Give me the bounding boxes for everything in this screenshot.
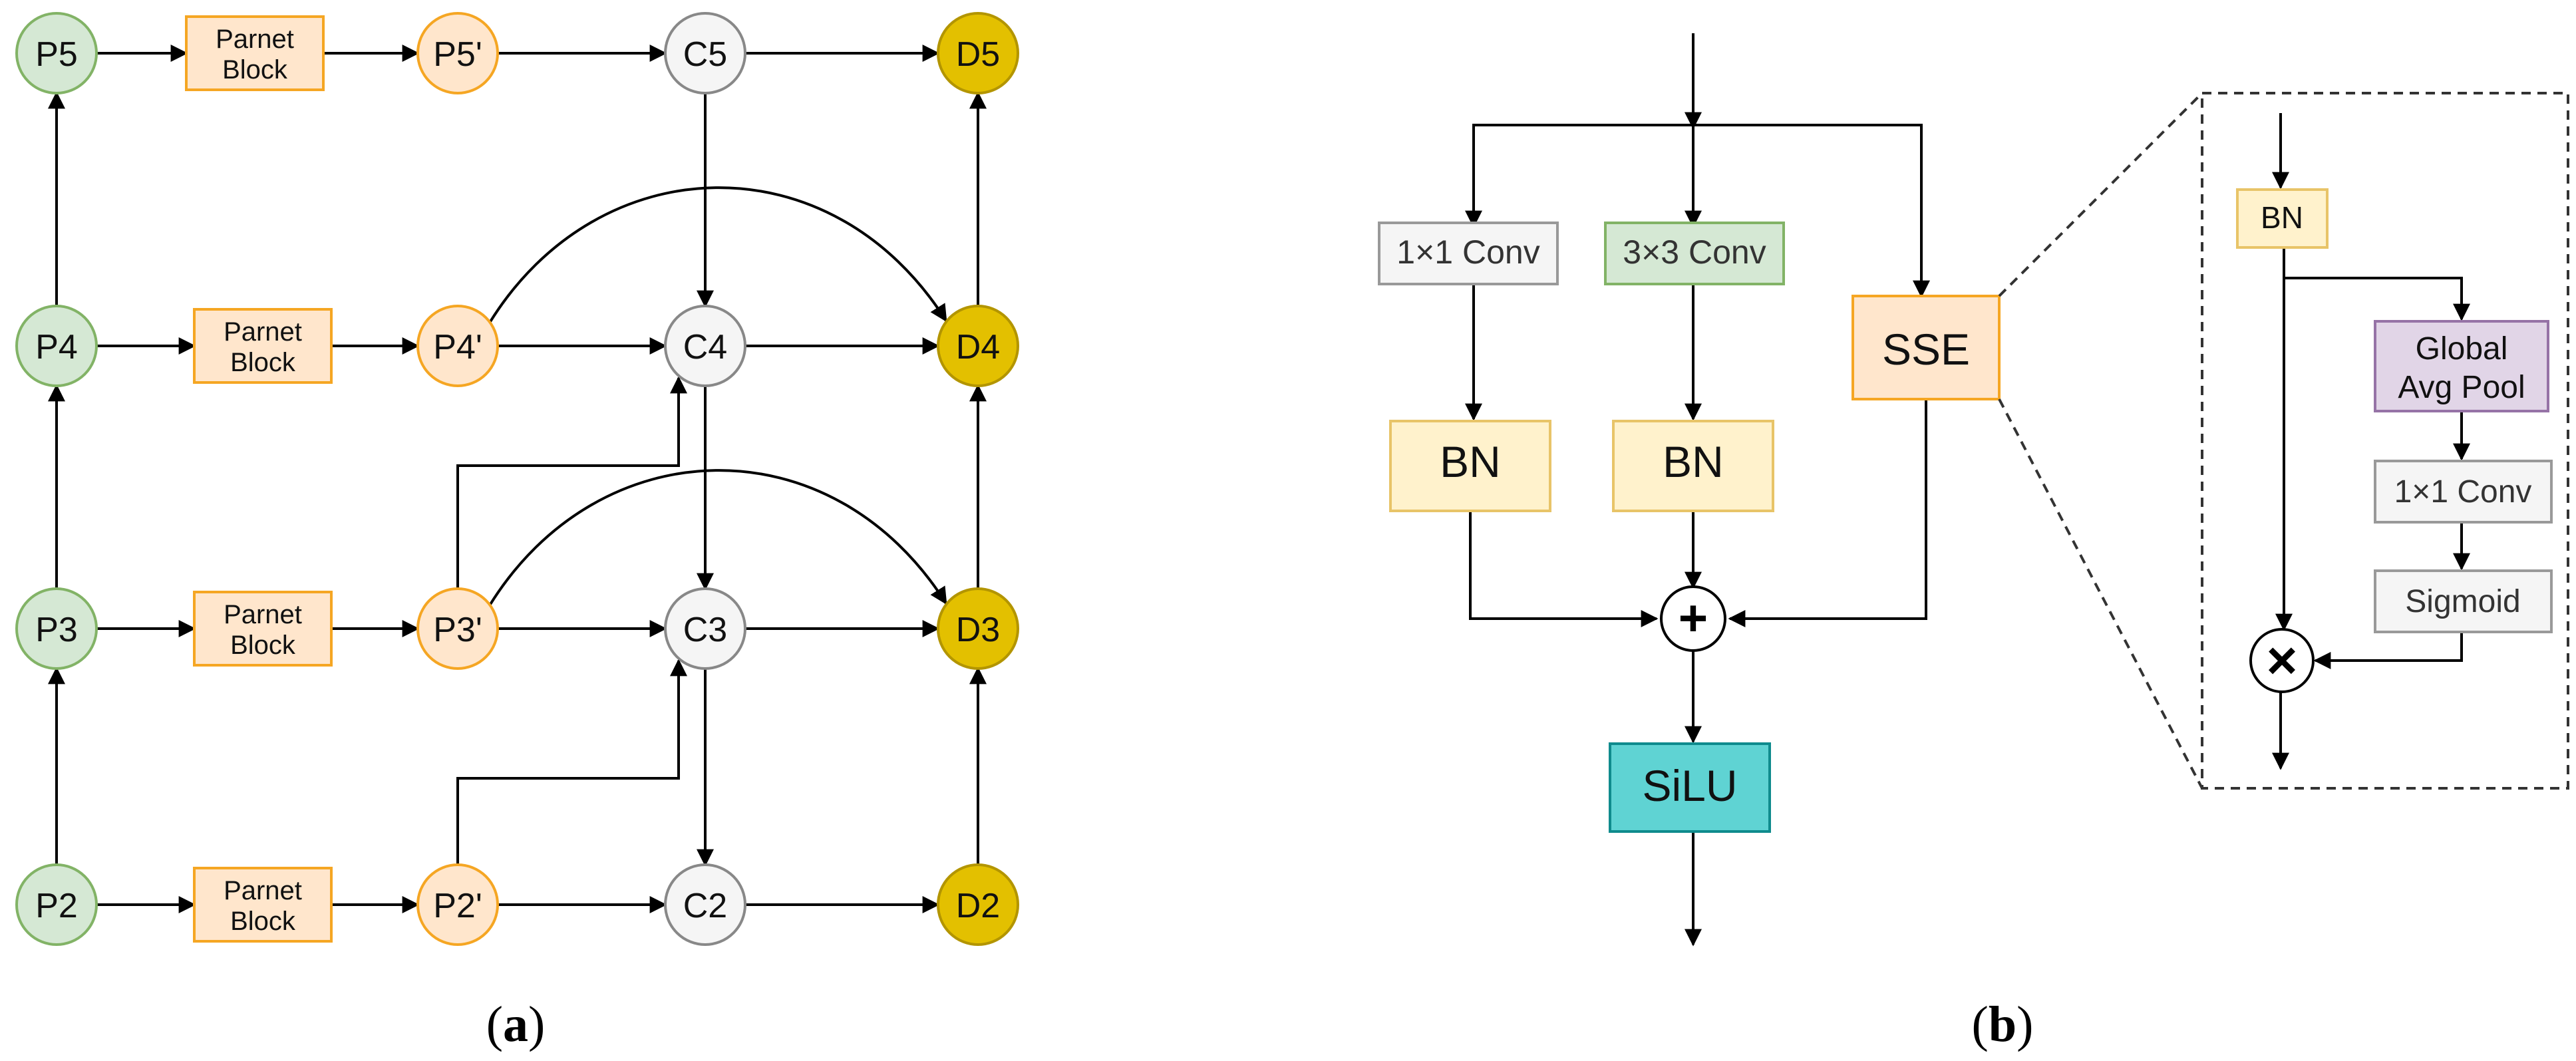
parnet-block-label-1-1: Parnet <box>224 317 302 347</box>
parnet-block-label-1-2: Parnet <box>224 600 302 629</box>
node-c-2-label: C3 <box>683 611 727 649</box>
sse-conv-label: 1×1 Conv <box>2394 474 2532 510</box>
parnet-block-label-2-3: Block <box>230 907 296 936</box>
conv-1x1-box <box>1378 222 1559 285</box>
node-d-0 <box>937 12 1019 94</box>
edge-p4p-curve-d4 <box>488 186 947 324</box>
global-avg-pool-label-2: Avg Pool <box>2398 370 2525 405</box>
panel-b-block-diagram: 1×1 Conv 3×3 Conv SSE BN BN + SiLU <box>1378 33 2203 947</box>
global-avg-pool-box <box>2374 320 2549 412</box>
add-node <box>1660 585 1726 652</box>
node-pp-3-label: P2' <box>433 887 482 925</box>
edge-p2p-to-c3 <box>456 659 687 865</box>
parnet-block-3 <box>193 867 333 943</box>
sigmoid-box <box>2374 569 2553 633</box>
add-symbol: + <box>1679 590 1708 647</box>
conv-3x3-label: 3×3 Conv <box>1623 233 1766 271</box>
conv-1x1-label: 1×1 Conv <box>1396 233 1539 271</box>
sse-box <box>1852 295 2001 400</box>
svg-text:(a): (a) <box>486 996 546 1052</box>
zoom-connector <box>1998 92 2203 789</box>
bn-box-right <box>1612 420 1774 512</box>
node-c-0 <box>664 12 746 94</box>
parnet-block-0 <box>185 15 325 91</box>
node-c-3 <box>664 863 746 946</box>
node-p-0-label: P5 <box>35 35 78 74</box>
sse-detail-border <box>2201 92 2569 790</box>
multiply-symbol: × <box>2267 631 2298 690</box>
parnet-block-1 <box>193 308 333 384</box>
node-c-1 <box>664 305 746 387</box>
node-c-3-label: C2 <box>683 887 727 925</box>
node-d-2 <box>937 587 1019 670</box>
sigmoid-label: Sigmoid <box>2405 584 2520 619</box>
node-p-2-label: P3 <box>35 611 78 649</box>
multiply-node <box>2249 628 2315 693</box>
caption-a: (a) <box>486 996 546 1052</box>
parnet-block-label-2-1: Block <box>230 348 296 377</box>
node-p-1 <box>15 305 98 387</box>
node-d-3 <box>937 863 1019 946</box>
node-d-0-label: D5 <box>956 35 1000 74</box>
bn-label-left: BN <box>1440 437 1501 486</box>
parnet-block-label-2-2: Block <box>230 631 296 660</box>
edge-p3p-curve-d3 <box>488 469 947 607</box>
node-pp-1-label: P4' <box>433 328 482 367</box>
node-pp-1 <box>416 305 499 387</box>
sse-bn-label: BN <box>2261 200 2303 235</box>
parnet-block-label-2-0: Block <box>222 55 288 84</box>
caption-a-letter: a <box>503 996 528 1052</box>
node-d-2-label: D3 <box>956 611 1000 649</box>
node-d-1-label: D4 <box>956 328 1000 367</box>
node-c-1-label: C4 <box>683 328 727 367</box>
panel-b-edges <box>1465 33 1930 947</box>
caption-b-letter: b <box>1989 996 2016 1052</box>
bn-label-right: BN <box>1663 437 1724 486</box>
panel-a-edges <box>48 45 987 913</box>
node-pp-2 <box>416 587 499 670</box>
node-pp-0-label: P5' <box>433 35 482 74</box>
silu-box <box>1609 742 1771 833</box>
svg-text:(b): (b) <box>1972 996 2034 1052</box>
node-p-3-label: P2 <box>35 887 78 925</box>
node-p-3 <box>15 863 98 946</box>
sse-bn-box <box>2236 188 2329 249</box>
node-p-0 <box>15 12 98 94</box>
sse-label: SSE <box>1882 325 1970 374</box>
bn-box-left <box>1389 420 1551 512</box>
silu-label: SiLU <box>1642 761 1737 810</box>
node-c-2 <box>664 587 746 670</box>
node-d-1 <box>937 305 1019 387</box>
parnet-block-2 <box>193 591 333 667</box>
parnet-block-label-1-3: Parnet <box>224 876 302 905</box>
global-avg-pool-label-1: Global <box>2416 331 2508 367</box>
caption-b: (b) <box>1972 996 2034 1052</box>
sse-detail-panel: BN Global Avg Pool 1×1 Conv Sigmoid × <box>2201 92 2569 790</box>
node-pp-2-label: P3' <box>433 611 482 649</box>
parnet-block-label-1-0: Parnet <box>216 25 294 54</box>
node-pp-3 <box>416 863 499 946</box>
node-p-1-label: P4 <box>35 328 78 367</box>
node-pp-0 <box>416 12 499 94</box>
node-p-2 <box>15 587 98 670</box>
node-d-3-label: D2 <box>956 887 1000 925</box>
node-c-0-label: C5 <box>683 35 727 74</box>
sse-detail-edges <box>2272 113 2470 770</box>
conv-3x3-box <box>1604 222 1785 285</box>
sse-conv-box <box>2374 460 2553 524</box>
edge-p3p-to-c4 <box>456 376 687 589</box>
